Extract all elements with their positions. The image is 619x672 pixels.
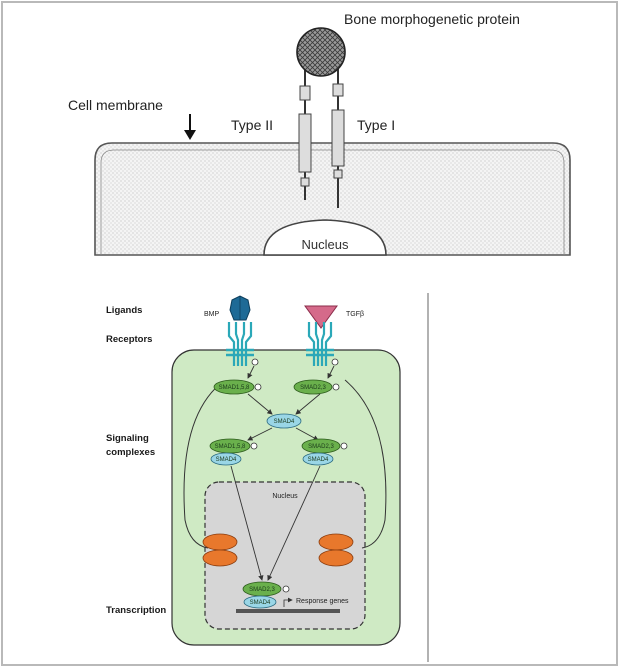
cell-body — [94, 142, 571, 256]
top-panel: Nucleus Bone morphogenetic protein Cell … — [68, 11, 571, 256]
dna-strand — [236, 609, 340, 613]
svg-text:SMAD1,5,8: SMAD1,5,8 — [215, 444, 246, 450]
arrow — [295, 427, 319, 441]
smad23-nuclear-complex: SMAD2,3 SMAD4 — [242, 581, 282, 609]
arrow — [267, 465, 321, 581]
smad23-complex: SMAD2,3 SMAD4 — [301, 438, 341, 466]
smad158-complex: SMAD1,5,8 SMAD4 — [209, 438, 251, 466]
svg-text:SMAD4: SMAD4 — [274, 419, 295, 425]
bmp-label: BMP — [204, 311, 220, 318]
bmp-ligand-icon — [229, 295, 251, 321]
feedback-arc-right — [344, 379, 387, 549]
ligand-label: Bone morphogenetic protein — [344, 11, 520, 27]
inhibitory-smad-left — [202, 533, 238, 567]
arrow — [247, 393, 273, 415]
arrow — [230, 465, 264, 581]
arrow — [247, 427, 273, 441]
receptors-label: Receptors — [106, 334, 152, 345]
inhibitory-smad-right — [318, 533, 354, 567]
type2-receptor — [298, 62, 312, 200]
phosphate-icon — [250, 442, 258, 450]
bottom-panel: Ligands Receptors Signaling complexes Tr… — [106, 293, 429, 662]
response-genes-label: Response genes — [296, 598, 349, 605]
arrow — [295, 393, 321, 415]
phosphate-icon — [331, 358, 339, 366]
type1-receptor — [331, 62, 345, 208]
tgfb-ligand-icon — [304, 305, 338, 329]
feedback-arc-left — [183, 383, 221, 549]
phosphate-icon — [332, 383, 340, 391]
bmp-receptor — [226, 322, 254, 366]
svg-text:SMAD2,3: SMAD2,3 — [308, 444, 334, 450]
type2-label: Type II — [231, 117, 273, 133]
type1-label: Type I — [357, 117, 395, 133]
arrow — [327, 365, 335, 379]
svg-text:SMAD4: SMAD4 — [308, 457, 329, 463]
nucleus-dome — [263, 219, 387, 256]
transcription-label: Transcription — [106, 605, 166, 616]
smad23-node: SMAD2,3 — [293, 379, 333, 395]
svg-text:SMAD2,3: SMAD2,3 — [300, 385, 326, 391]
smad158-node: SMAD1,5,8 — [213, 379, 255, 395]
svg-text:SMAD2,3: SMAD2,3 — [249, 587, 275, 593]
svg-text:SMAD4: SMAD4 — [250, 600, 271, 606]
phosphate-icon — [251, 358, 259, 366]
nucleus-label-bottom: Nucleus — [272, 493, 298, 500]
phosphate-icon — [254, 383, 262, 391]
bmp-ligand-circle — [296, 27, 346, 77]
arrow — [247, 365, 255, 379]
transcription-arrow — [283, 597, 293, 607]
phosphate-icon — [282, 585, 290, 593]
complexes-label: complexes — [106, 447, 155, 458]
svg-text:SMAD4: SMAD4 — [216, 457, 237, 463]
ligands-label: Ligands — [106, 305, 142, 316]
smad4-center-node: SMAD4 — [266, 413, 302, 429]
phosphate-icon — [340, 442, 348, 450]
signaling-label: Signaling — [106, 433, 149, 444]
tgfb-label: TGFβ — [346, 311, 364, 318]
svg-text:SMAD1,5,8: SMAD1,5,8 — [219, 385, 250, 391]
membrane-label: Cell membrane — [68, 97, 163, 113]
tgfb-receptor — [306, 322, 334, 366]
nucleus-label: Nucleus — [302, 237, 349, 252]
down-arrow-icon — [184, 114, 196, 140]
